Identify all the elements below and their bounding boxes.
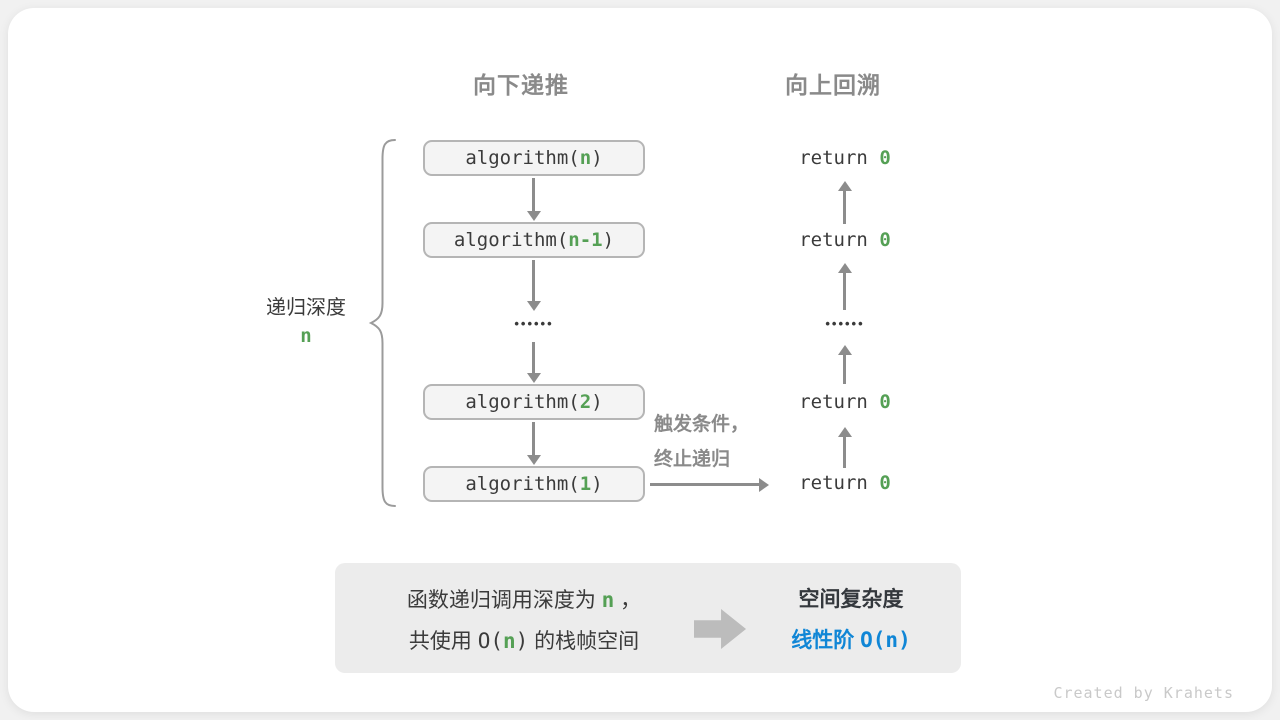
stack-frame-code: algorithm(n)	[465, 147, 603, 169]
ellipsis-up: ••••••	[825, 316, 865, 331]
stack-frame-box: algorithm(1)	[423, 466, 645, 502]
return-statement: return 0	[799, 472, 891, 494]
watermark: Created by Krahets	[1053, 684, 1234, 702]
down-arrow	[532, 178, 535, 212]
recursion-depth-var: n	[300, 325, 312, 347]
return-statement: return 0	[799, 229, 891, 251]
right-arrow	[650, 483, 760, 486]
trigger-line1: 触发条件，	[654, 414, 750, 435]
return-statement: return 0	[799, 147, 891, 169]
space-complexity-result: 线性阶 O(n)	[791, 628, 911, 652]
header-backtrack-up: 向上回溯	[785, 72, 881, 98]
return-statement: return 0	[799, 391, 891, 413]
space-complexity-title: 空间复杂度	[798, 588, 904, 611]
stack-frame-code: algorithm(2)	[465, 391, 603, 413]
header-recurse-down: 向下递推	[473, 72, 569, 98]
trigger-line2: 终止递归	[654, 449, 731, 470]
summary-panel	[335, 563, 961, 673]
brace-icon	[368, 139, 396, 507]
up-arrow	[843, 190, 846, 224]
down-arrow	[532, 342, 535, 374]
stack-frame-code: algorithm(1)	[465, 473, 603, 495]
summary-line1: 函数递归调用深度为 n ，	[406, 588, 642, 612]
summary-right-text: 空间复杂度 线性阶 O(n)	[756, 583, 946, 654]
stack-frame-box: algorithm(2)	[423, 384, 645, 420]
stack-frame-box: algorithm(n)	[423, 140, 645, 176]
ellipsis-down: ••••••	[514, 316, 554, 331]
stack-frame-box: algorithm(n-1)	[423, 222, 645, 258]
up-arrow	[843, 436, 846, 468]
diagram-card: 向下递推 向上回溯 递归深度 n algorithm(n) algorithm(…	[8, 8, 1272, 712]
summary-line2: 共使用 O(n) 的栈帧空间	[408, 629, 640, 653]
summary-left-text: 函数递归调用深度为 n ， 共使用 O(n) 的栈帧空间	[356, 580, 692, 662]
trigger-annotation: 触发条件， 终止递归	[654, 407, 774, 477]
recursion-depth-label: 递归深度	[266, 297, 346, 319]
up-arrow	[843, 272, 846, 310]
down-arrow	[532, 260, 535, 302]
stack-frame-code: algorithm(n-1)	[453, 229, 615, 251]
down-arrow	[532, 422, 535, 456]
up-arrow	[843, 354, 846, 384]
